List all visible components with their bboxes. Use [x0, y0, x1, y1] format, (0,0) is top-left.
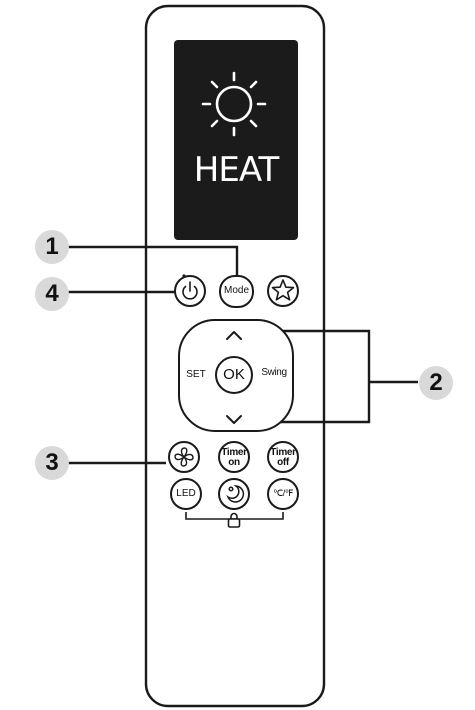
sun-icon — [201, 71, 267, 137]
star-icon — [271, 279, 295, 301]
sleep-button[interactable] — [218, 478, 250, 510]
mode-button-label: Mode — [223, 285, 249, 296]
timer-off-label-bottom: off — [277, 457, 289, 468]
timer-on-label-top: Timer — [221, 447, 247, 458]
led-button-label: LED — [176, 488, 196, 499]
chevron-down-icon[interactable] — [226, 415, 242, 424]
moon-icon — [226, 485, 245, 503]
timer-on-button[interactable] — [218, 441, 250, 473]
ok-button[interactable] — [215, 356, 253, 394]
lcd-screen — [174, 40, 298, 240]
power-icon — [182, 281, 198, 300]
timer-off-label-top: Timer — [270, 447, 296, 458]
temp-unit-button[interactable] — [267, 478, 299, 510]
power-indicator-dot — [182, 274, 186, 278]
fan-icon — [174, 447, 194, 467]
callout-line-1 — [68, 245, 239, 277]
callout-circle-2 — [419, 366, 453, 400]
callout-circle-3 — [35, 446, 69, 480]
mode-button[interactable] — [219, 275, 254, 308]
chevron-up-icon[interactable] — [226, 331, 242, 340]
swing-button-label[interactable]: Swing — [261, 367, 287, 378]
callout-line-2 — [249, 329, 371, 424]
led-button[interactable] — [170, 478, 202, 510]
timer-on-label-bottom: on — [228, 457, 240, 468]
display-mode-text: HEAT — [193, 150, 279, 190]
callout-number-1: 1 — [45, 233, 59, 260]
callout-number-4: 4 — [45, 280, 59, 307]
callout-number-2: 2 — [429, 369, 443, 396]
favorite-button[interactable] — [267, 275, 299, 307]
temp-unit-button-label: ℃/℉ — [273, 488, 293, 498]
lock-icon — [227, 512, 241, 528]
callout-circle-1 — [35, 230, 69, 264]
timer-off-button[interactable] — [267, 441, 299, 473]
ok-button-label: OK — [223, 366, 245, 383]
set-button-label[interactable]: SET — [186, 369, 206, 380]
callout-circle-4 — [35, 277, 69, 311]
callout-number-3: 3 — [45, 449, 59, 476]
